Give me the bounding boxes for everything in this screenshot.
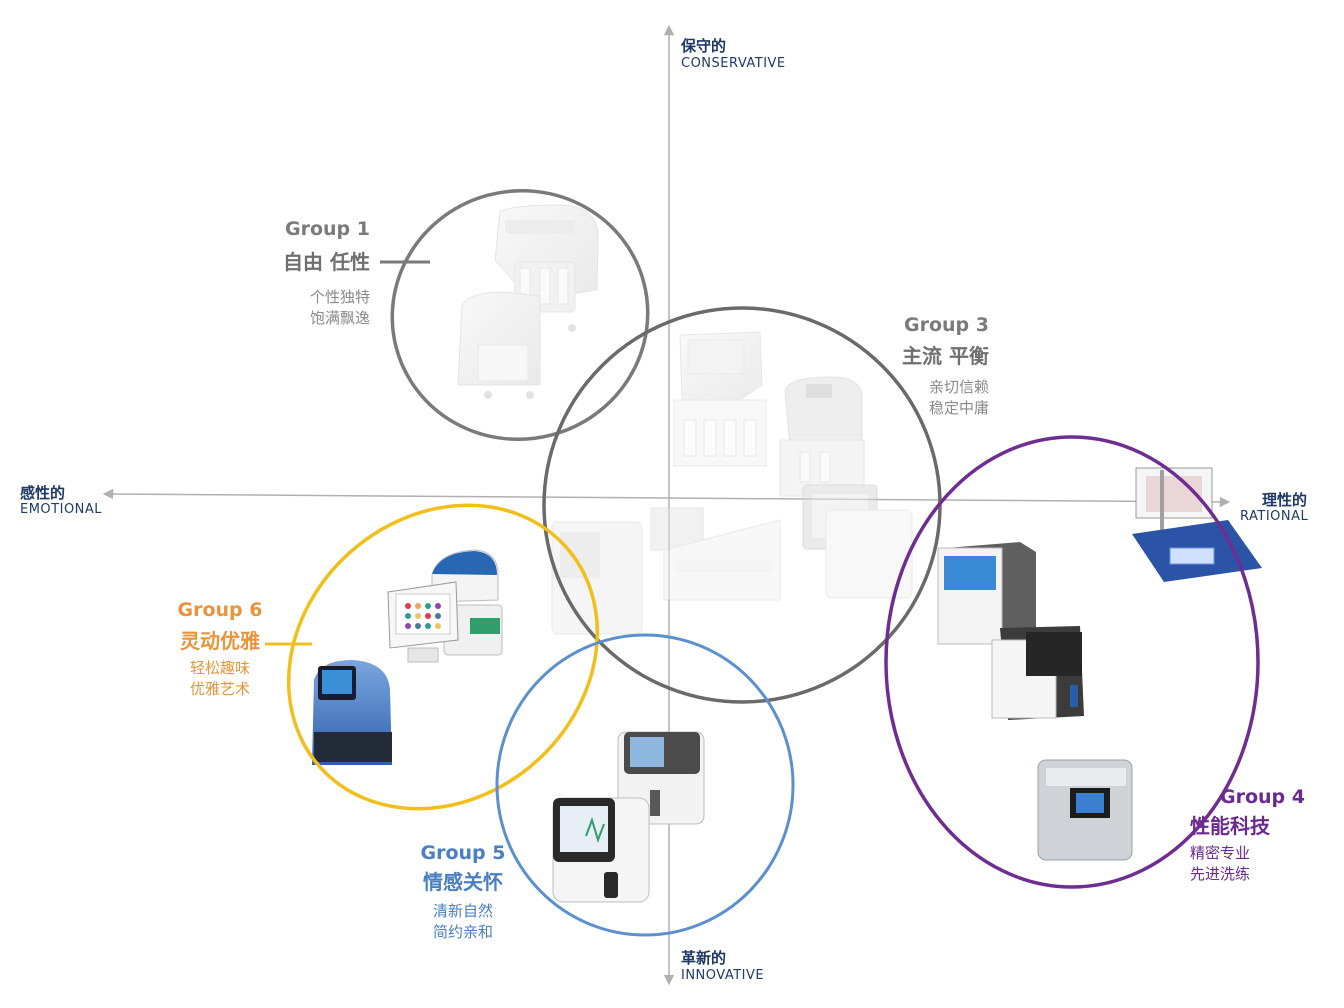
group5-desc2: 简约亲和 <box>432 923 493 941</box>
group5-label: Group 5 情感关怀 清新自然 简约亲和 <box>388 842 538 943</box>
axis-top-cn: 保守的 <box>681 37 727 55</box>
group6-desc2: 优雅艺术 <box>189 680 250 698</box>
group6-devices <box>312 549 503 765</box>
group5-title: Group 5 <box>420 842 506 864</box>
group1-devices <box>457 204 599 399</box>
group3-devices <box>551 331 913 635</box>
group1-desc1: 个性独特 <box>309 288 370 306</box>
axis-right-cn: 理性的 <box>1262 491 1308 509</box>
axis-top-en: CONSERVATIVE <box>681 56 786 71</box>
group4-label: Group 4 性能科技 精密专业 先进洗练 <box>1190 786 1330 885</box>
group6-ring <box>286 503 600 811</box>
group4-devices <box>937 467 1262 861</box>
group3-title: Group 3 <box>904 314 989 336</box>
axis-bottom-cn: 革新的 <box>681 949 727 967</box>
axis-right-en: RATIONAL <box>1240 509 1309 524</box>
group6-title: Group 6 <box>177 599 263 621</box>
group4-title: Group 4 <box>1220 786 1305 808</box>
group6-desc1: 轻松趣味 <box>189 659 250 677</box>
group6-name: 灵动优雅 <box>180 629 260 653</box>
group4-name: 性能科技 <box>1190 814 1270 838</box>
group1-desc2: 饱满飘逸 <box>309 309 370 327</box>
axis-bottom-en: INNOVATIVE <box>681 968 765 983</box>
group3-label: Group 3 主流 平衡 亲切信赖 稳定中庸 <box>829 314 989 419</box>
group3-desc1: 亲切信赖 <box>928 378 989 396</box>
group1-label: Group 1 自由 任性 个性独特 饱满飘逸 <box>210 218 370 329</box>
group3-name: 主流 平衡 <box>902 344 989 368</box>
group5-desc1: 清新自然 <box>432 902 493 920</box>
group5-name: 情感关怀 <box>423 870 503 894</box>
group1-ring <box>390 188 650 442</box>
group6-label: Group 6 灵动优雅 轻松趣味 优雅艺术 <box>140 599 300 700</box>
group1-name: 自由 任性 <box>283 250 370 274</box>
group1-title: Group 1 <box>285 218 370 240</box>
axis-left-cn: 感性的 <box>20 484 66 502</box>
group4-ring <box>884 435 1260 889</box>
group4-desc2: 先进洗练 <box>1190 865 1251 883</box>
axis-left-en: EMOTIONAL <box>20 502 103 517</box>
horizontal-axis <box>102 488 1231 508</box>
group3-desc2: 稳定中庸 <box>928 399 989 417</box>
group5-devices <box>552 731 705 903</box>
group4-desc1: 精密专业 <box>1190 844 1251 862</box>
group5-ring <box>495 633 795 937</box>
